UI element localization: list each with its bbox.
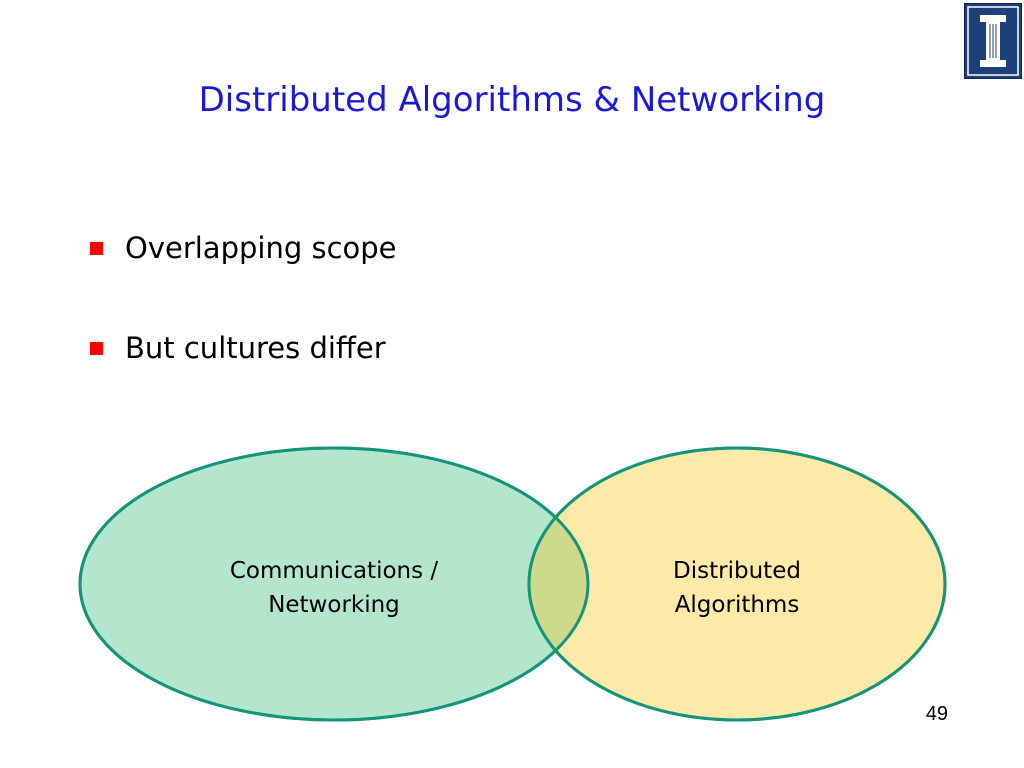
square-bullet-icon [90, 241, 103, 255]
bullet-item: But cultures differ [90, 326, 397, 370]
venn-overlap [529, 448, 588, 720]
venn-right-label-line-1: Distributed [673, 558, 801, 584]
square-bullet-icon [90, 341, 103, 355]
bullet-text: Overlapping scope [125, 231, 397, 265]
bullet-item: Overlapping scope [90, 226, 397, 270]
slide-title: Distributed Algorithms & Networking [198, 80, 826, 120]
venn-left-outline [78, 446, 590, 722]
bullet-text: But cultures differ [125, 331, 386, 365]
page-number: 49 [925, 703, 948, 725]
venn-left-label-line-2: Networking [268, 592, 400, 618]
venn-right-circle [527, 446, 947, 722]
venn-right-label-line-2: Algorithms [675, 592, 800, 618]
university-logo-icon [964, 3, 1022, 79]
bullet-list: Overlapping scope But cultures differ [90, 226, 397, 426]
venn-left-circle [78, 446, 590, 722]
venn-right-outline [527, 446, 947, 722]
venn-left-label-line-1: Communications / [230, 558, 439, 584]
